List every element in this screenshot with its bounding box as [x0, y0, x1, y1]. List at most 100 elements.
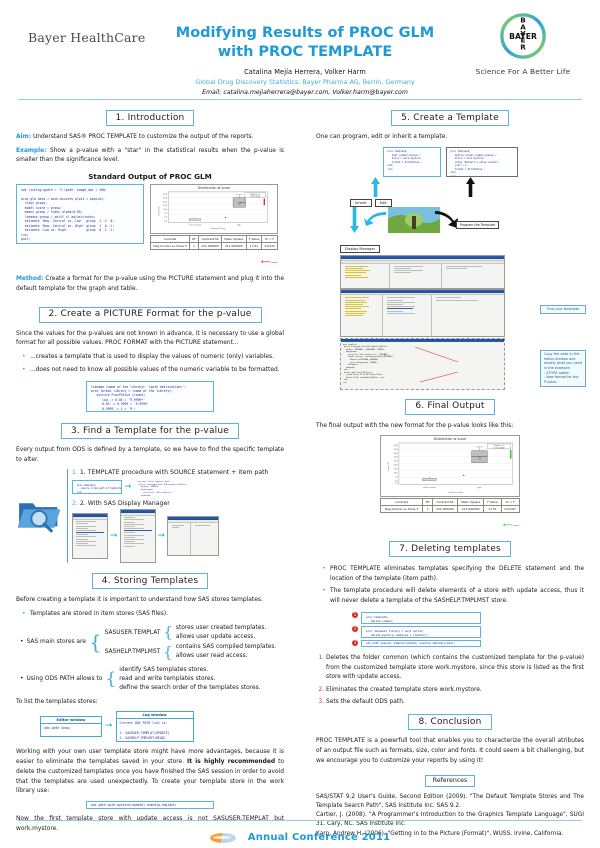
cell-contrast-ss: 211.000000 — [198, 242, 223, 251]
brand-text: Bayer HealthCare — [28, 30, 146, 45]
email-line: Email: catalina.mejiaherrera@bayer.com, … — [202, 88, 408, 96]
log-window-caption: Log window — [116, 712, 193, 720]
table-row: Neg.Control vs. Dose 3 1 211.000000 211.… — [149, 242, 278, 251]
ods-path-item: identify SAS templates stores. — [119, 667, 209, 674]
step-2-label: 2. 2. With SAS Display Manager — [72, 500, 170, 508]
svg-text:20.0: 20.0 — [163, 202, 168, 204]
svg-text:27.5: 27.5 — [394, 449, 399, 451]
callout-find-template: Find your template — [540, 304, 586, 315]
photo-illustration — [388, 206, 440, 233]
editor-window-code: ods path show; — [44, 726, 71, 731]
template-code-pair: proc template; edit common.pvalue / stor… — [316, 146, 584, 177]
storing-para-c: Now the first template store with update… — [16, 816, 284, 832]
section-heading-final-output: 6. Final Output — [405, 398, 495, 415]
step-2-text: 2. With SAS Display Manager — [79, 500, 170, 508]
source-window-screenshot-block: proc template; define statgraph Stat.GLM… — [340, 337, 586, 390]
section-heading-find-template: 3. Find a Template for the p-value — [60, 423, 240, 440]
stores-list: SASUSER.TEMPLAT { stores user created te… — [105, 624, 277, 661]
svg-text:30.0: 30.0 — [163, 194, 168, 196]
delete-code-row-2: 2 proc datasets library = work nolist; d… — [352, 626, 584, 639]
display-manager-screenshot — [340, 254, 505, 289]
col-contrast-ss: Contrast SS — [198, 235, 223, 244]
arrow-up-inherit-icon — [371, 176, 380, 201]
find-template-figure: 1. 1. TEMPLATE procedure with SOURCE sta… — [16, 469, 284, 564]
badge-number-2: 2 — [352, 626, 358, 633]
editor-window: Editor window ods path show; — [40, 716, 102, 738]
storing-para-a: Working with your own user template stor… — [16, 749, 284, 766]
ods-path-item: read and write templates stores. — [119, 675, 216, 682]
boxplot-svg: 30.025.020.0 15.010.07.5 5.02.5 Score (%… — [158, 191, 268, 230]
program-template-button[interactable]: Program the Template — [456, 220, 500, 229]
svg-text:2.5: 2.5 — [164, 221, 168, 223]
page-title: Modifying Results of PROC GLM with PROC … — [140, 24, 470, 62]
find-template-intro: Every output from ODS is defined by a te… — [16, 447, 284, 463]
footer-divider — [18, 820, 582, 821]
template-browser-screenshot-block: Find your template — [340, 288, 586, 337]
list-item: ...creates a template that is used to di… — [22, 352, 284, 362]
inherit-button[interactable]: Inherit — [350, 198, 372, 207]
svg-text:15.0: 15.0 — [394, 465, 399, 467]
edit-button[interactable]: Edit — [374, 198, 392, 207]
list-item: Eliminates the created template store wo… — [326, 686, 584, 695]
figure-title-standard-output: Standard Output of PROC GLM — [88, 172, 212, 182]
section-heading-deleting-templates: 7. Deleting templates — [389, 541, 511, 558]
template-media-row: Program the Template — [316, 206, 584, 237]
picture-intro: Since the values for the p-values are no… — [16, 330, 284, 347]
aim-label: Aim: — [16, 134, 32, 140]
arrow-right-icon: ➞ — [110, 530, 118, 541]
contrast-table-standard: Contrast DF Contrast SS Mean Square F Va… — [149, 235, 278, 251]
proc-template-source-code: proc template; source <item path of temp… — [72, 480, 122, 495]
template-arrows — [316, 176, 584, 201]
title-line-1: Modifying Results of PROC GLM — [175, 25, 435, 41]
cell-contrast: Neg.Control vs. Dose 3 — [379, 505, 424, 514]
poster-header: Bayer HealthCare Modifying Results of PR… — [0, 0, 600, 100]
example-label: Example: — [16, 147, 47, 154]
bayer-healthcare-wordmark: Bayer HealthCare — [28, 30, 145, 45]
aim-text: Understand SAS® PROC TEMPLATE to customi… — [31, 134, 254, 140]
display-manager-button[interactable]: Display Manager — [340, 244, 381, 253]
storing-intro: Before creating a template it is importa… — [16, 597, 263, 604]
col-contrast: Contrast — [149, 235, 191, 244]
store-desc-line: stores user created templates. — [175, 624, 267, 631]
title-block: Modifying Results of PROC GLM with PROC … — [140, 24, 470, 96]
list-item: Templates are stored in item stores (SAS… — [22, 609, 284, 619]
green-arrow-indicator: ⟵— — [502, 521, 520, 530]
svg-text:7.5: 7.5 — [395, 477, 399, 479]
dm-screenshot-3 — [167, 516, 220, 557]
svg-text:B: B — [520, 16, 525, 25]
aim-paragraph: Aim: Understand SAS® PROC TEMPLATE to cu… — [16, 133, 284, 143]
section-heading-create-template: 5. Create a Template — [391, 110, 509, 126]
storing-para-b: to delete the customized templates once … — [16, 759, 284, 795]
curved-arrow-blue-icon — [364, 210, 388, 230]
svg-text:17.51 0.0232*: 17.51 0.0232* — [493, 448, 504, 450]
store-desc-sasuser: stores user created templates. allows us… — [176, 624, 266, 642]
contrast-table-final: Contrast DF Contrast SS Mean Square F Va… — [379, 498, 521, 514]
tagline: Science For A Better Life — [475, 67, 571, 76]
example-text: Show a p-value with a "star" in the stat… — [16, 147, 284, 164]
svg-text:7.5: 7.5 — [164, 213, 168, 215]
step-1-text: 1. TEMPLATE procedure with SOURCE statem… — [79, 469, 269, 477]
poster-body: 1. Introduction Aim: Understand SAS® PRO… — [0, 104, 600, 839]
find-template-steps: 1. 1. TEMPLATE procedure with SOURCE sta… — [67, 469, 284, 564]
list-item: Deletes the folder common (which contain… — [326, 654, 584, 682]
cell-pr-f: 0.0232* — [500, 505, 521, 514]
inherit-edit-buttons: Inherit Edit — [350, 198, 584, 207]
final-output-intro: The final output with the new format for… — [316, 422, 514, 429]
section-heading-picture-format: 2. Create a PICTURE Format for the p-val… — [38, 306, 262, 323]
main-stores-row: • SAS main stores are { SASUSER.TEMPLAT … — [20, 624, 284, 661]
affiliation: Global Drug Discovery Statistics, Bayer … — [195, 78, 415, 87]
storing-paragraph: Working with your own user template stor… — [16, 748, 284, 797]
arrow-down-display-icon — [350, 206, 359, 237]
log-window-text: Current ODS PATH list is: 1. SASUSER.TEM… — [119, 721, 170, 740]
create-template-figure: proc template; edit common.pvalue / stor… — [316, 146, 586, 390]
store-name-sashelp: SASHELP.TMPLMST — [104, 649, 161, 656]
reference-item: SAS/STAT 9.2 User's Guide, Second Editio… — [316, 793, 584, 809]
list-item: The template procedure will delete eleme… — [322, 586, 584, 606]
main-stores-label: SAS main stores are — [26, 639, 86, 646]
svg-text:BAYER: BAYER — [509, 32, 537, 41]
ods-path-default-code: ods path sasuser.templat(update) sashelp… — [361, 640, 481, 648]
display-manager-screens: ➞ ➞ — [72, 509, 284, 564]
svg-text:high: high — [237, 225, 241, 227]
